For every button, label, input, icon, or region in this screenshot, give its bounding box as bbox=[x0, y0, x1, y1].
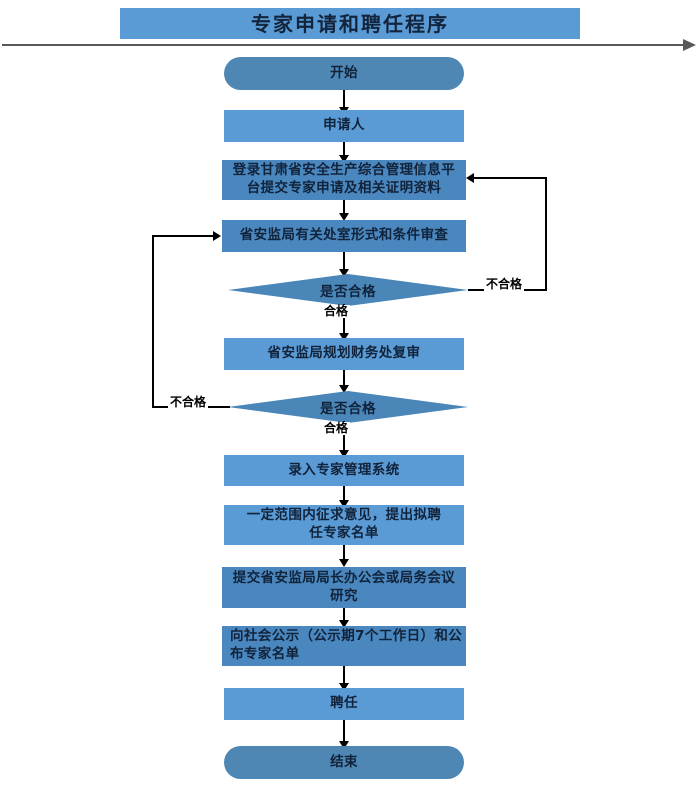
node-solicit-opinions: 一定范围内征求意见，提出拟聘任专家名单 bbox=[224, 505, 464, 545]
connector-fail1-back bbox=[474, 177, 547, 179]
arrowhead-decision2-to-system bbox=[339, 450, 349, 458]
connector-meeting-to-publicize bbox=[343, 608, 345, 623]
connector-fail1-up bbox=[545, 178, 547, 290]
arrowhead-system-to-opinions bbox=[339, 500, 349, 508]
connector-opinions-to-meeting bbox=[343, 545, 345, 562]
node-appointment: 聘任 bbox=[224, 688, 464, 720]
node-decision-qualified-1: 是否合格 bbox=[228, 274, 468, 306]
arrowhead-fail1-into-submit bbox=[466, 173, 474, 183]
node-decision-qualified-2: 是否合格 bbox=[228, 391, 468, 423]
connector-appoint-to-end bbox=[343, 720, 345, 744]
connector-applicant-to-submit bbox=[343, 142, 345, 158]
connector-submit-to-review bbox=[343, 200, 345, 216]
chart-title-banner: 专家申请和聘任程序 bbox=[120, 8, 580, 39]
node-submit-application: 登录甘肃省安全生产综合管理信息平台提交专家申请及相关证明资料 bbox=[222, 160, 466, 200]
node-submit-to-meeting: 提交省安监局局长办公会或局务会议研究 bbox=[222, 567, 466, 608]
node-planning-finance-recheck: 省安监局规划财务处复审 bbox=[224, 338, 464, 370]
arrowhead-meeting-to-publicize bbox=[339, 620, 349, 628]
edge-label-pass-2: 合格 bbox=[322, 421, 351, 436]
arrowhead-review-to-decision1 bbox=[339, 269, 349, 277]
connector-recheck-to-decision2 bbox=[343, 370, 345, 388]
connector-decision2-to-system bbox=[343, 421, 345, 454]
node-form-condition-review: 省安监局有关处室形式和条件审查 bbox=[222, 220, 466, 252]
node-start: 开始 bbox=[224, 57, 464, 90]
node-end: 结束 bbox=[224, 746, 464, 779]
arrowhead-submit-to-review bbox=[339, 213, 349, 221]
node-public-announcement: 向社会公示（公示期7个工作日）和公布专家名单 bbox=[222, 626, 466, 666]
arrowhead-fail2-into-review bbox=[213, 231, 221, 241]
edge-label-fail-1: 不合格 bbox=[484, 277, 525, 292]
edge-label-pass-1: 合格 bbox=[322, 304, 351, 319]
arrowhead-decision1-to-recheck bbox=[339, 333, 349, 341]
connector-start-to-applicant bbox=[343, 90, 345, 109]
node-applicant: 申请人 bbox=[224, 110, 464, 142]
connector-fail2-up bbox=[152, 236, 154, 407]
connector-review-to-decision1 bbox=[343, 252, 345, 272]
connector-fail2-back bbox=[152, 235, 214, 237]
arrowhead-opinions-to-meeting bbox=[339, 559, 349, 567]
top-divider-arrowhead bbox=[683, 39, 696, 51]
arrowhead-publicize-to-appoint bbox=[339, 683, 349, 691]
arrowhead-applicant-to-submit bbox=[339, 155, 349, 163]
arrowhead-recheck-to-decision2 bbox=[339, 385, 349, 393]
arrowhead-appoint-to-end bbox=[339, 741, 349, 749]
connector-decision1-to-recheck bbox=[343, 304, 345, 338]
edge-label-fail-2: 不合格 bbox=[168, 395, 209, 410]
node-enter-expert-system: 录入专家管理系统 bbox=[224, 455, 464, 486]
connector-system-to-opinions bbox=[343, 486, 345, 503]
connector-publicize-to-appoint bbox=[343, 666, 345, 686]
top-divider-line bbox=[2, 44, 684, 46]
